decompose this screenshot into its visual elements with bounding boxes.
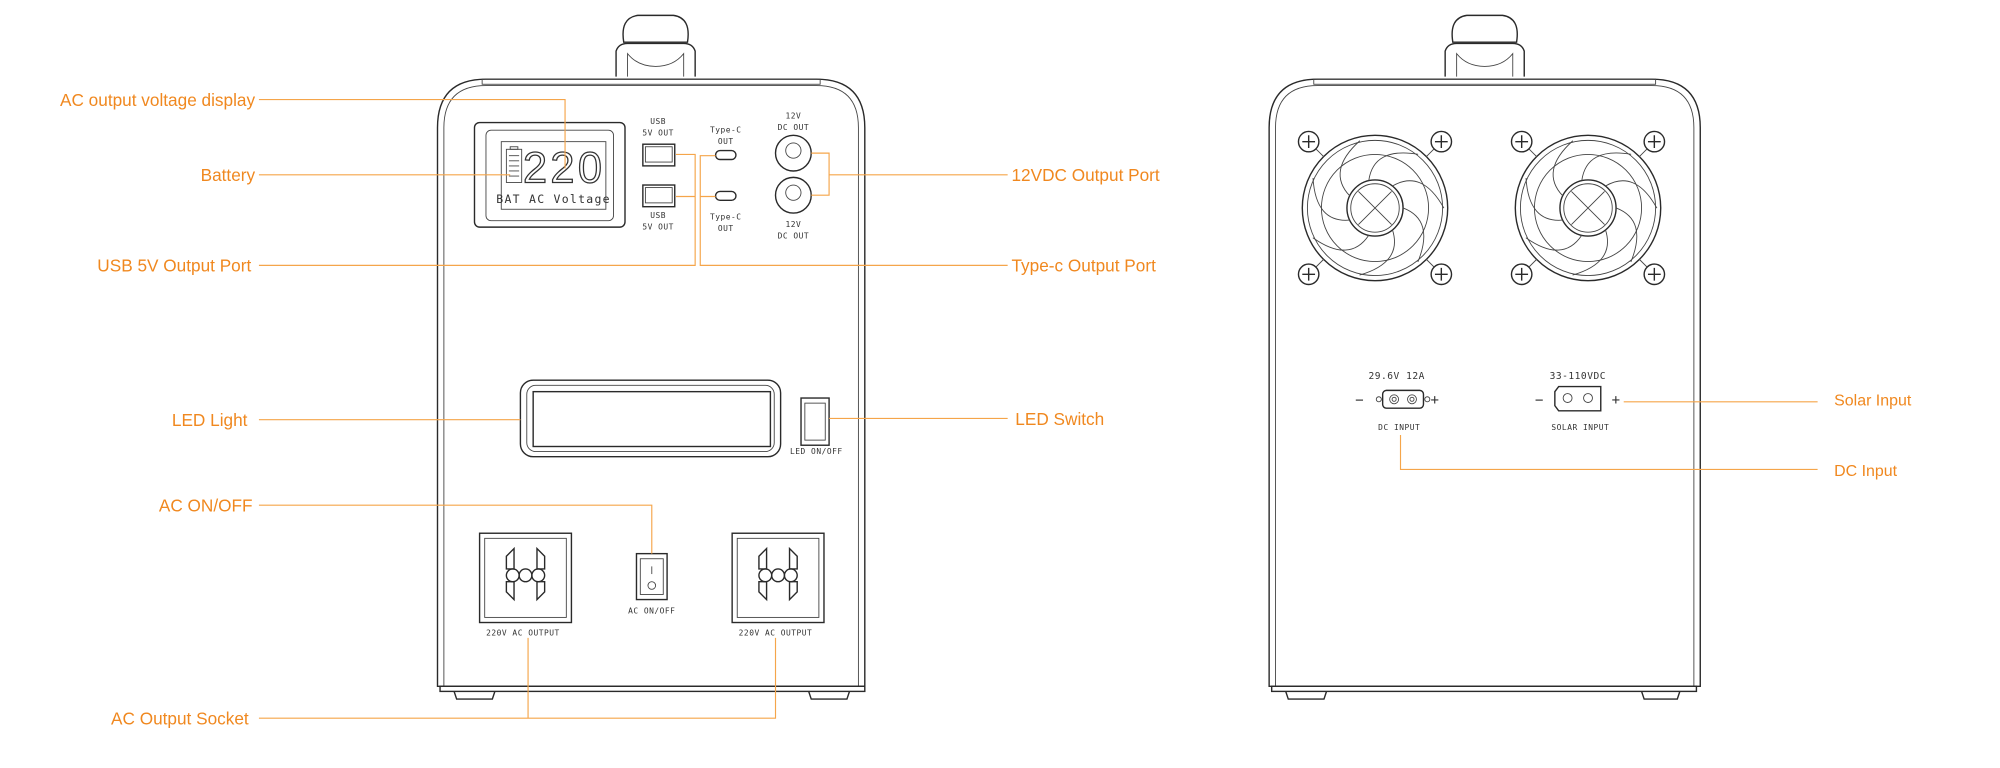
display-value: 220 (523, 144, 602, 192)
fan-blade (1312, 235, 1370, 251)
solar-input-rating: 33-110VDC (1550, 371, 1606, 382)
solar-input-label: SOLAR INPUT (1551, 423, 1609, 432)
screw-icon (1297, 258, 1325, 286)
fan-blade (1525, 177, 1563, 221)
rear-unit: 29.6V 12A − + DC INPUT 33-110VDC − + SOL… (1268, 14, 1701, 700)
fan-blade (1572, 229, 1608, 276)
fan-blade (1402, 207, 1425, 263)
rear-foot-right (1640, 691, 1681, 700)
fan-blade (1359, 229, 1395, 276)
solar-minus: − (1535, 392, 1544, 408)
callout-ac-output-socket: AC Output Socket (111, 709, 249, 729)
callout-12vdc-output-port: 12VDC Output Port (1011, 165, 1159, 185)
type-c-port-top (714, 149, 737, 161)
front-foot-right (808, 691, 851, 700)
led-switch-label: LED ON/OFF (790, 447, 843, 456)
type-c-port-bottom (714, 190, 737, 202)
dc-out-label: 12V (785, 112, 801, 121)
solar-plus: + (1612, 392, 1621, 408)
callout-battery: Battery (201, 165, 256, 185)
fan-blade (1605, 180, 1658, 209)
usb-label: 5V OUT (642, 223, 674, 232)
fan-blade (1368, 152, 1419, 181)
usb-label: USB (650, 117, 666, 126)
led-switch (800, 397, 830, 446)
type-c-label: OUT (718, 224, 734, 233)
dc-out-label: DC OUT (778, 123, 810, 132)
usb-label: 5V OUT (642, 128, 674, 137)
rear-body (1268, 78, 1701, 687)
ac-switch-label: AC ON/OFF (628, 607, 675, 616)
dc-input-rating: 29.6V 12A (1369, 371, 1425, 382)
rear-foot-left (1285, 691, 1328, 700)
socket-label: 220V AC OUTPUT (739, 628, 813, 637)
callout-led-light: LED Light (172, 410, 248, 430)
dc-out-label: 12V (785, 220, 801, 229)
fan-blade (1552, 140, 1574, 197)
usb-5v-port-bottom (642, 184, 676, 208)
dc-12v-port-bottom (774, 176, 812, 214)
dc-input-port (1375, 389, 1431, 409)
dc-minus: − (1355, 392, 1364, 408)
dc-plus: + (1430, 392, 1439, 408)
callout-lines (258, 98, 1818, 719)
callout-usb-5v-output-port: USB 5V Output Port (97, 256, 251, 276)
callout-ac-voltage-display: AC output voltage display (60, 90, 255, 110)
usb-5v-port-top (642, 143, 676, 167)
callout-type-c-output-port: Type-c Output Port (1011, 256, 1156, 276)
type-c-label: Type-C (710, 126, 742, 135)
fan-icon (1297, 130, 1453, 286)
type-c-label: OUT (718, 137, 734, 146)
front-handle (615, 14, 696, 77)
screw-icon (1425, 130, 1453, 158)
callout-led-switch: LED Switch (1015, 409, 1104, 429)
ac-socket-right (731, 532, 825, 624)
ac-socket-left (478, 532, 573, 624)
display-caption: BAT AC Voltage (496, 192, 611, 206)
dc-12v-port-top (774, 134, 812, 172)
callout-dc-input: DC Input (1834, 463, 1897, 480)
fan-blade (1339, 140, 1361, 197)
socket-label: 220V AC OUTPUT (486, 628, 560, 637)
ac-voltage-display: 220 BAT AC Voltage (473, 121, 626, 228)
fan-blade (1615, 207, 1638, 263)
usb-label: USB (650, 211, 666, 220)
solar-input-port (1554, 385, 1602, 412)
dc-input-label: DC INPUT (1378, 423, 1420, 432)
rear-handle (1444, 14, 1525, 77)
fan-blade (1312, 177, 1350, 221)
screw-icon (1510, 258, 1538, 286)
ac-switch (635, 552, 668, 601)
fan-blade (1581, 152, 1632, 181)
fan-blade (1525, 235, 1583, 251)
led-light (519, 379, 782, 458)
front-unit: 220 BAT AC Voltage USB 5V OUT USB 5V OUT… (436, 14, 866, 700)
screw-icon (1425, 258, 1453, 286)
screw-icon (1638, 258, 1666, 286)
dc-out-label: DC OUT (778, 232, 810, 241)
screw-icon (1638, 130, 1666, 158)
battery-icon (505, 146, 523, 183)
fan-icon (1510, 130, 1666, 286)
callout-solar-input: Solar Input (1834, 393, 1912, 410)
callout-ac-on-off: AC ON/OFF (159, 496, 253, 516)
type-c-label: Type-C (710, 212, 742, 221)
front-foot-left (453, 691, 496, 700)
screw-icon (1510, 130, 1538, 158)
screw-icon (1297, 130, 1325, 158)
fan-blade (1392, 180, 1445, 209)
